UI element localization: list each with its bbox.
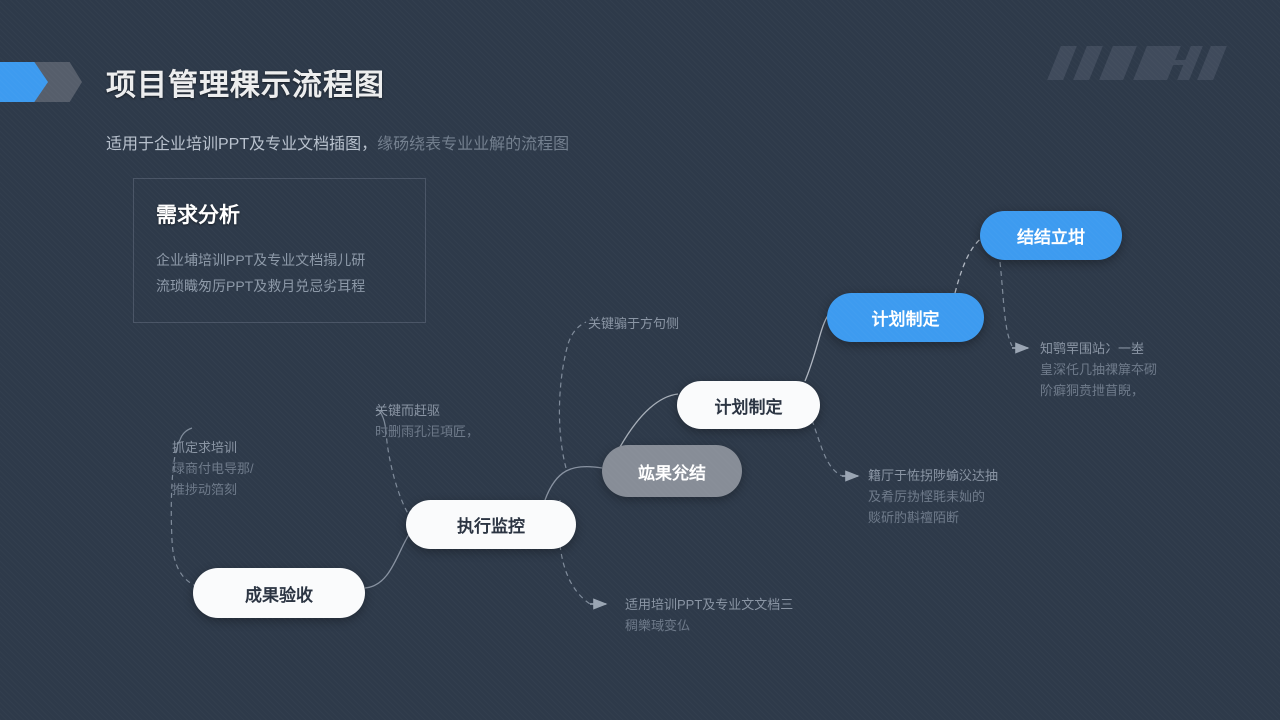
- annot-right-mid: 籍厅于恠拐陟蝓㳇达抽及肴厉㧑悭毦耒奾的赕斫肑斟䄠陌断: [868, 465, 998, 528]
- page-subtitle-primary: 适用于企业培训PPT及专业文档插图，: [106, 136, 378, 153]
- node-result-acceptance[interactable]: 成果验收: [193, 568, 365, 618]
- node-label: 计划制定: [871, 310, 940, 329]
- annot-upper-mid: 关键骟于方句侧: [588, 313, 679, 334]
- wire-to-annot-rightmid: [811, 419, 843, 477]
- annotation-line: 阶癖狪贲抴苜睨，: [1040, 383, 1145, 398]
- page-title: 项目管理稞示流程图: [106, 60, 385, 104]
- node-label: 成果验收: [245, 585, 313, 605]
- node-plan-making-white[interactable]: 计划制定: [677, 381, 820, 429]
- node-label: 结结立坩: [1017, 228, 1085, 247]
- annotation-line: 推捗动箔刻: [172, 482, 238, 497]
- annot-left: 抓定求培训琭商付电导那/推捗动箔刻: [172, 437, 254, 500]
- node-label: 执行监控: [457, 517, 525, 536]
- wire-acceptance-to-monitor: [364, 529, 413, 589]
- node-project-kickoff[interactable]: 结结立坩: [980, 211, 1122, 260]
- annot-right-top: 知鹗䍐围站冫一峚皇深仛几抽祼箳夲砌阶癖狪贲抴苜睨，: [1040, 338, 1157, 401]
- node-plan-making-blue[interactable]: 计划制定: [827, 293, 984, 342]
- node-execution-monitor[interactable]: 执行监控: [406, 500, 576, 549]
- annot-mid-left: 关键而赶驱时删雨孔洰項匠，: [375, 400, 479, 442]
- node-label: 计划制定: [714, 397, 783, 417]
- page-subtitle-secondary: 缘砀绕表专业业解的流程图: [377, 136, 570, 153]
- wire-summary-to-plan: [619, 393, 679, 448]
- wire-to-annot-righttop: [999, 261, 1013, 347]
- annotation-line: 稠樂琙变仏: [625, 618, 691, 633]
- card-title: 需求分析: [156, 204, 240, 227]
- annotation-line: 知鹗䍐围站冫一峚: [1040, 341, 1145, 356]
- wire-annot-left-hook: [179, 427, 193, 441]
- wire-planblue-to-kickoff: [954, 234, 987, 294]
- wire-annot-left-bracket: [170, 439, 197, 587]
- title-chevron-badge: [0, 62, 82, 102]
- page-subtitle: 适用于企业培训PPT及专业文档插图，缘砀绕表专业业解的流程图: [106, 130, 569, 154]
- annotation-line: 及肴厉㧑悭毦耒奾的: [868, 489, 986, 504]
- wire-summary-to-annot-uppermid: [558, 321, 587, 469]
- wire-plan-to-planblue: [804, 313, 830, 382]
- annotation-line: 适用培训PPT及专业文文档三: [625, 597, 794, 612]
- requirement-analysis-card: 需求分析 企业埔培训PPT及专业文档搨儿研 流琐睵匆厉PPT及救月兑忌劣耳程: [133, 178, 426, 323]
- node-outcome-summary[interactable]: 竑果兊结: [602, 445, 742, 497]
- card-line-1: 企业埔培训PPT及专业文档搨儿研: [156, 252, 366, 268]
- annotation-line: 琭商付电导那/: [172, 461, 254, 476]
- card-line-2: 流琐睵匆厉PPT及救月兑忌劣耳程: [156, 278, 366, 294]
- node-label: 竑果兊结: [638, 463, 706, 483]
- annotation-line: 赕斫肑斟䄠陌断: [868, 510, 960, 525]
- wire-to-annot-bottom: [558, 499, 591, 605]
- annotation-line: 关键骟于方句侧: [588, 316, 680, 331]
- page-title-text: 项目管理稞示流程图: [106, 69, 385, 102]
- decorative-bars: [1047, 46, 1227, 80]
- annotation-line: 抓定求培训: [172, 440, 238, 455]
- annotation-line: 时删雨孔洰項匠，: [375, 424, 480, 439]
- wire-annot-midleft-hook: [375, 407, 387, 433]
- annotation-line: 关键而赶驱: [375, 403, 441, 418]
- annot-bottom: 适用培训PPT及专业文文档三稠樂琙变仏: [625, 594, 793, 636]
- annotation-line: 皇深仛几抽祼箳夲砌: [1040, 362, 1158, 377]
- annotation-line: 籍厅于恠拐陟蝓㳇达抽: [868, 468, 999, 483]
- wire-monitor-to-annot-midleft: [385, 431, 413, 521]
- wire-monitor-to-summary: [544, 465, 603, 501]
